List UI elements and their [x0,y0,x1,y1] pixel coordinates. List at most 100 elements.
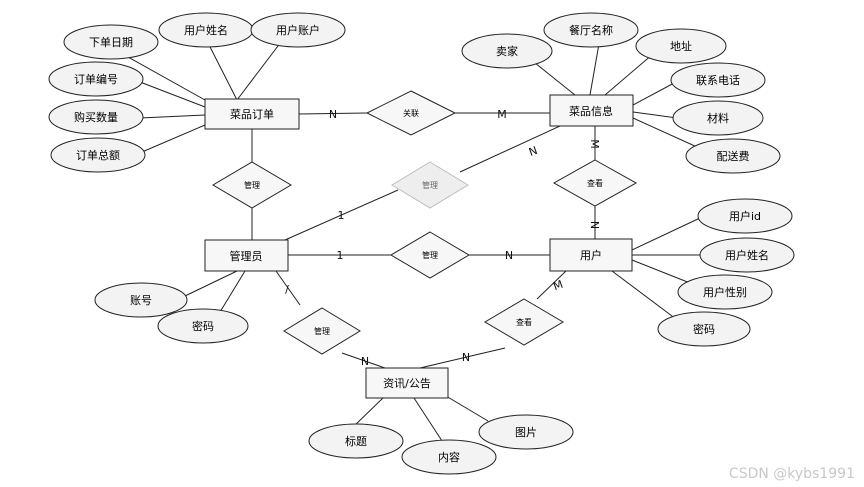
attribute-label: 材料 [707,111,729,125]
attribute-label: 订单总额 [76,148,120,162]
attribute-contact-phone: 联系电话 [670,62,766,98]
attribute-ellipse [401,439,497,475]
attribute-label: 卖家 [496,44,518,58]
attribute-user-name-order: 用户姓名 [158,12,254,48]
entity-label: 用户 [580,248,602,262]
cardinality-manage-news: N [361,355,369,368]
attribute-label: 地址 [670,39,692,53]
attribute-admin-password: 密码 [157,308,249,344]
entity-dish-info: 菜品信息 [549,94,634,127]
cardinality-user-view: M [551,278,564,293]
relationship-view-dish: 查看 [552,159,638,207]
attribute-ellipse [48,61,144,97]
attribute-ellipse [657,311,751,347]
connector-lines [111,37,709,445]
attribute-user-gender: 用户性别 [677,274,773,310]
relationship-diamond [390,231,470,279]
relationship-label: 管理 [314,326,330,336]
attribute-ellipse [635,28,727,64]
entity-label: 资讯/公告 [383,377,431,390]
entity-box [204,239,289,272]
watermark: CSDN @kybs1991 [729,466,855,482]
cardinality-dish-view: M [588,139,601,149]
entity-user: 用户 [549,238,633,272]
cardinality-dish-manage: N [527,144,539,159]
attribute-label: 账号 [130,294,152,307]
attribute-picture: 图片 [478,414,574,450]
attribute-ellipse [697,198,793,234]
attribute-order-date: 下单日期 [63,24,159,60]
attribute-ellipse [250,12,346,48]
attribute-address: 地址 [635,28,727,64]
attribute-account: 账号 [94,282,188,318]
attribute-label: 购买数量 [74,110,118,124]
attribute-restaurant-name: 餐厅名称 [543,12,639,48]
attribute-seller: 卖家 [461,33,553,69]
attribute-ellipse [157,308,249,344]
attribute-ellipse [685,138,781,174]
relationship-diamond [484,298,564,346]
relationship-associate: 关联 [365,90,457,136]
relationship-manage-user: 管理 [390,231,470,279]
cardinality-view-user: N [588,221,601,229]
attribute-ellipse [48,99,144,135]
attribute-ellipse [478,414,574,450]
attribute-label: 联系电话 [696,74,740,87]
entity-box [365,367,449,399]
attribute-label: 密码 [192,319,214,333]
attribute-label: 用户姓名 [184,23,228,37]
entity-dish-order: 菜品订单 [204,98,300,130]
relationship-label: 查看 [587,178,603,188]
relationship-manage-order: 管理 [212,161,292,209]
cardinality-manage-user: N [505,249,513,262]
attribute-label: 用户id [729,209,761,223]
relationship-manage-news: 管理 [283,307,361,355]
attribute-ellipse [672,100,764,136]
relationship-view-news: 查看 [484,298,564,346]
attribute-label: 订单编号 [74,72,118,86]
cardinality-associate-dish: M [497,108,507,121]
attribute-label: 下单日期 [89,36,133,49]
attribute-label: 用户性别 [703,285,747,299]
attribute-ellipse [699,237,795,273]
attribute-user-password: 密码 [657,311,751,347]
relationship-diamond [212,161,292,209]
cardinality-view-news: N [462,351,470,364]
relationship-label: 管理 [244,180,260,190]
attribute-label: 餐厅名称 [569,23,613,37]
entity-label: 菜品信息 [569,104,613,118]
attribute-material: 材料 [672,100,764,136]
attribute-ellipse [308,423,404,459]
attribute-label: 用户姓名 [725,248,769,262]
attribute-user-id: 用户id [697,198,793,234]
cardinality-admin-manage-news: / [285,283,289,296]
entity-news: 资讯/公告 [365,367,449,399]
relationship-manage-dish: 管理 [391,161,469,209]
attribute-user-name: 用户姓名 [699,237,795,273]
entity-label: 菜品订单 [230,108,274,121]
relationship-label: 查看 [516,317,532,327]
attribute-user-account: 用户账户 [250,12,346,48]
entity-box [549,238,633,272]
entity-box [549,94,634,127]
attribute-order-total: 订单总额 [50,137,146,173]
attribute-content: 内容 [401,439,497,475]
attribute-ellipse [63,24,159,60]
attribute-label: 配送费 [717,149,750,163]
attribute-title: 标题 [308,423,404,459]
attribute-label: 用户账户 [276,23,320,37]
attribute-ellipse [677,274,773,310]
attribute-ellipse [543,12,639,48]
entity-box [204,98,300,130]
attribute-label: 标题 [345,434,367,448]
attribute-ellipse [670,62,766,98]
attribute-label: 密码 [693,322,715,336]
relationship-diamond [552,159,638,207]
attribute-order-no: 订单编号 [48,61,144,97]
attribute-delivery-fee: 配送费 [685,138,781,174]
cardinality-admin-manage-user: 1 [337,249,344,262]
attribute-label: 图片 [515,426,537,439]
cardinality-order-associate: N [329,108,337,121]
attribute-ellipse [94,282,188,318]
